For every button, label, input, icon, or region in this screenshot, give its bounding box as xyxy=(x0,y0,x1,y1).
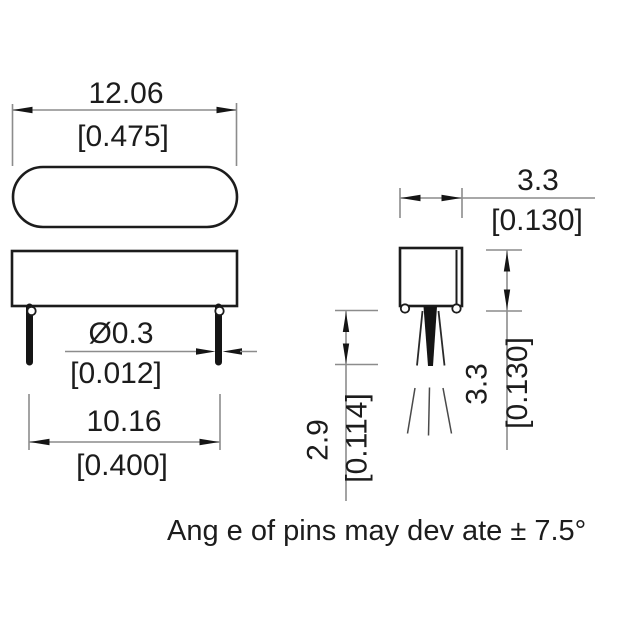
dim-body-width-inch: [0.475] xyxy=(77,120,169,153)
top-view: 12.06 [0.475] xyxy=(11,77,239,229)
arrowhead-down xyxy=(342,343,350,364)
pin-ghost-line-left xyxy=(406,387,416,434)
dim-side-height: 3.3 [0.130] xyxy=(461,249,534,450)
arrowhead-up xyxy=(342,312,350,332)
right-pin-standoff xyxy=(214,305,225,317)
top-view-outline xyxy=(11,165,239,229)
pin-deviation-line-left xyxy=(416,310,424,366)
side-view-pin xyxy=(423,306,437,366)
dim-body-width: 12.06 [0.475] xyxy=(11,77,238,166)
dim-pin-diameter-mm: Ø0.3 xyxy=(88,317,153,350)
arrowhead-left xyxy=(12,106,33,114)
dim-pin-diameter: Ø0.3 [0.012] xyxy=(65,317,257,390)
side-view: 3.3 [0.130] 3.3 [0.130] 2.9 [0.114] xyxy=(302,164,595,501)
dim-side-width-mm: 3.3 xyxy=(517,164,559,197)
front-view: Ø0.3 [0.012] 10.16 [0.400] xyxy=(10,249,257,482)
dim-pin-length-inch: [0.114] xyxy=(341,393,374,483)
dim-side-height-inch: [0.130] xyxy=(501,337,534,429)
arrowhead-right xyxy=(199,438,220,446)
arrowhead-left xyxy=(29,438,50,446)
pin-angle-note: Ang e of pins may dev ate ± 7.5° xyxy=(167,515,586,547)
arrowhead-left xyxy=(222,348,242,355)
dim-pin-spacing: 10.16 [0.400] xyxy=(28,394,221,482)
side-standoff-left xyxy=(399,303,411,314)
left-pin-standoff xyxy=(26,305,37,317)
arrowhead-left xyxy=(400,194,421,202)
dim-side-width-inch: [0.130] xyxy=(491,204,583,237)
arrowhead-down xyxy=(503,289,511,310)
side-standoff-right xyxy=(451,303,462,314)
dim-body-width-mm: 12.06 xyxy=(88,77,163,110)
side-view-body xyxy=(398,246,464,308)
pin-deviation-line-right xyxy=(437,310,446,366)
dim-pin-spacing-inch: [0.400] xyxy=(76,449,168,482)
arrowhead-right xyxy=(441,194,462,202)
dim-pin-length-mm: 2.9 xyxy=(302,419,335,461)
dim-pin-length: 2.9 [0.114] xyxy=(302,309,378,501)
arrowhead-right xyxy=(216,106,237,114)
dim-side-height-mm: 3.3 xyxy=(461,363,494,405)
pin-ghost-line-center xyxy=(427,387,431,436)
dim-pin-spacing-mm: 10.16 xyxy=(86,405,161,438)
front-view-body xyxy=(10,249,239,308)
arrowhead-right xyxy=(196,348,216,355)
dim-pin-diameter-inch: [0.012] xyxy=(70,357,162,390)
arrowhead-up xyxy=(503,251,511,272)
pin-ghost-line-right xyxy=(442,387,453,434)
dim-side-width: 3.3 [0.130] xyxy=(399,164,595,237)
